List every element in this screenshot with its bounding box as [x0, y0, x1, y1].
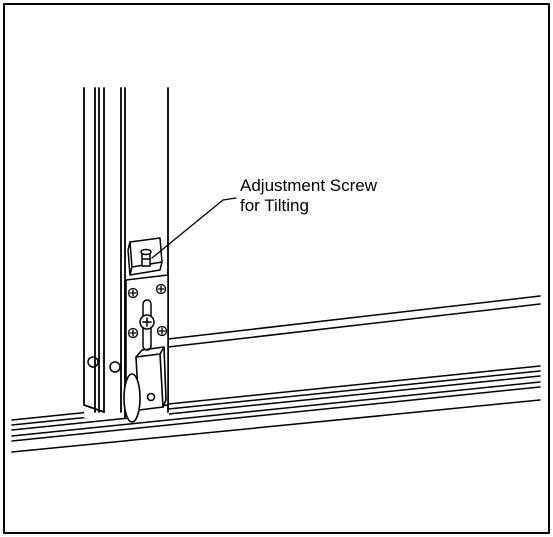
height-adjust-slot [139, 299, 155, 351]
adjustment-screw-callout: Adjustment Screw for Tilting [240, 176, 377, 216]
callout-leader-line [151, 197, 237, 259]
callout-line-1: Adjustment Screw [240, 176, 377, 195]
callout-line-2: for Tilting [240, 196, 309, 215]
stile-hole [109, 361, 121, 373]
roller-assembly [123, 346, 167, 423]
adjustment-screw [140, 248, 152, 267]
diagram-frame [3, 3, 550, 534]
stile-hole [87, 356, 99, 368]
mounting-screws [127, 283, 168, 339]
rear-rail [167, 295, 541, 348]
